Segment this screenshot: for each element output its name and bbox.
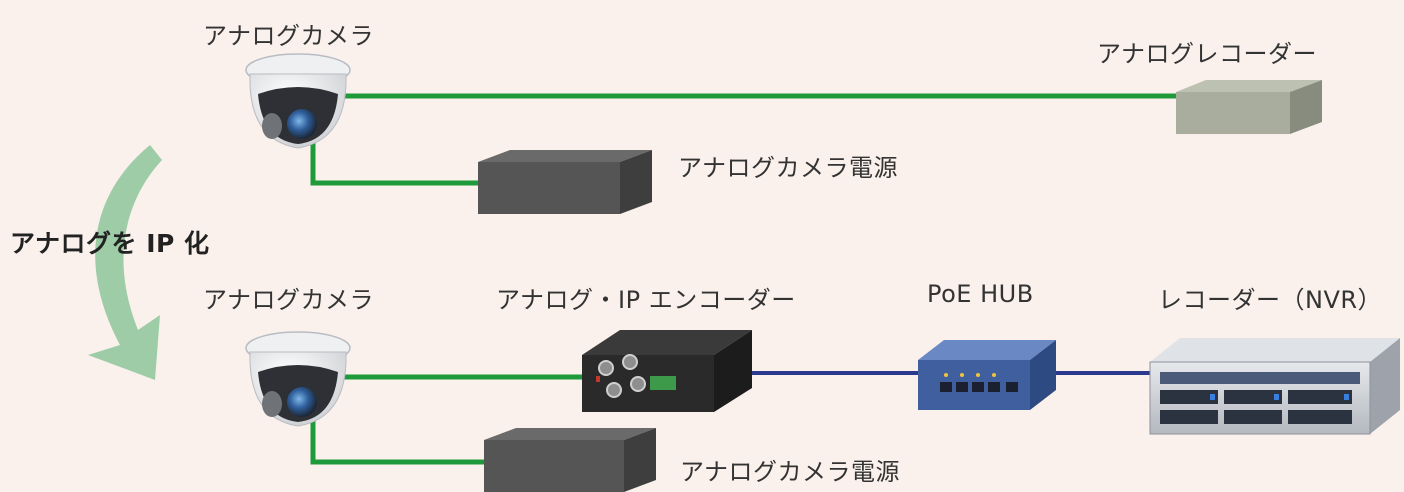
top-recorder-label: アナログレコーダー [1097,40,1318,68]
bottom-power-label: アナログカメラ電源 [680,458,901,486]
curved-arrow-icon [88,145,162,380]
poe-hub-icon [918,340,1056,410]
bottom-camera-label: アナログカメラ [203,286,375,314]
encoder-device-icon [582,330,752,412]
conversion-label: アナログを IP 化 [10,229,210,258]
power-supply-box-icon [484,428,656,492]
power-cable-bottom [310,418,488,465]
dome-camera-icon [245,331,351,427]
top-camera-label: アナログカメラ [203,22,375,50]
power-cable-top [310,140,482,186]
power-supply-box-icon [478,150,652,214]
top-power-label: アナログカメラ電源 [678,154,899,182]
nvr-rack-icon [1149,338,1400,435]
dome-camera-icon [245,53,351,149]
nvr-label: レコーダー（NVR） [1158,286,1383,314]
poe-hub-label: PoE HUB [927,280,1034,308]
analog-recorder-box-icon [1176,80,1322,134]
encoder-label: アナログ・IP エンコーダー [496,286,796,314]
